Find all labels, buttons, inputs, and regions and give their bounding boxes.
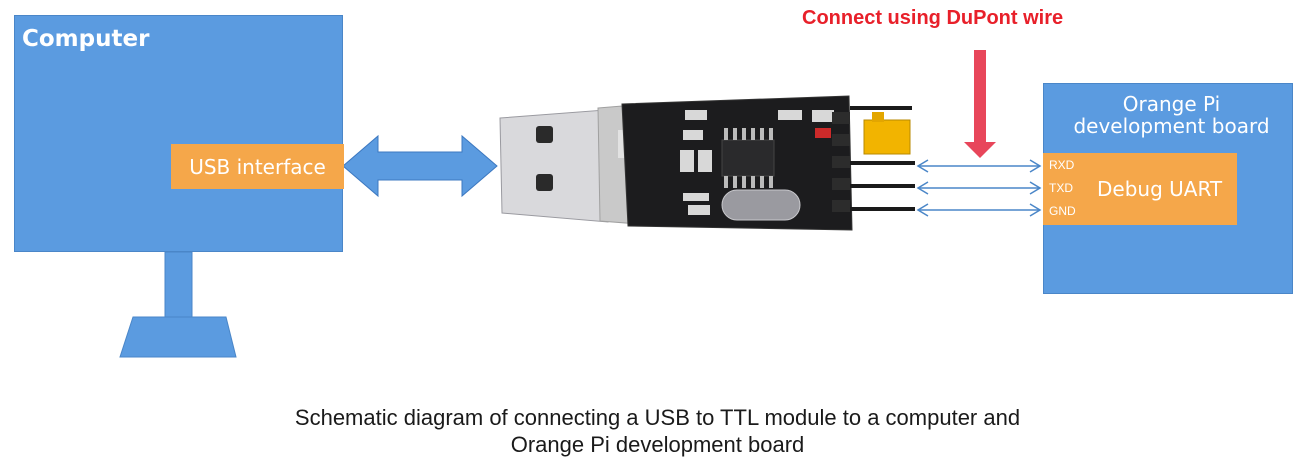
usb-interface-box: USB interface — [171, 144, 344, 189]
caption-line2: Orange Pi development board — [510, 432, 805, 457]
debug-uart-box — [1043, 153, 1237, 225]
pin-gnd: GND — [1049, 204, 1076, 218]
caption: Schematic diagram of connecting a USB to… — [150, 404, 1165, 458]
wire-arrows — [916, 159, 1042, 217]
caption-line1: Schematic diagram of connecting a USB to… — [294, 405, 1021, 430]
board-title: Orange Pi development board — [1050, 93, 1293, 137]
debug-uart-label: Debug UART — [1097, 177, 1223, 201]
down-arrow-icon — [964, 50, 996, 158]
usb-ttl-module-icon — [499, 95, 915, 231]
double-arrow-icon — [342, 134, 498, 198]
connect-label: Connect using DuPont wire — [802, 7, 1064, 29]
pin-rxd: RXD — [1049, 158, 1075, 172]
board-title-line2: development board — [1073, 114, 1270, 138]
pin-txd: TXD — [1049, 181, 1073, 195]
board-title-line1: Orange Pi — [1122, 92, 1221, 116]
computer-title: Computer — [22, 26, 150, 52]
computer-monitor-icon — [14, 15, 343, 252]
monitor-base-icon — [119, 316, 237, 358]
